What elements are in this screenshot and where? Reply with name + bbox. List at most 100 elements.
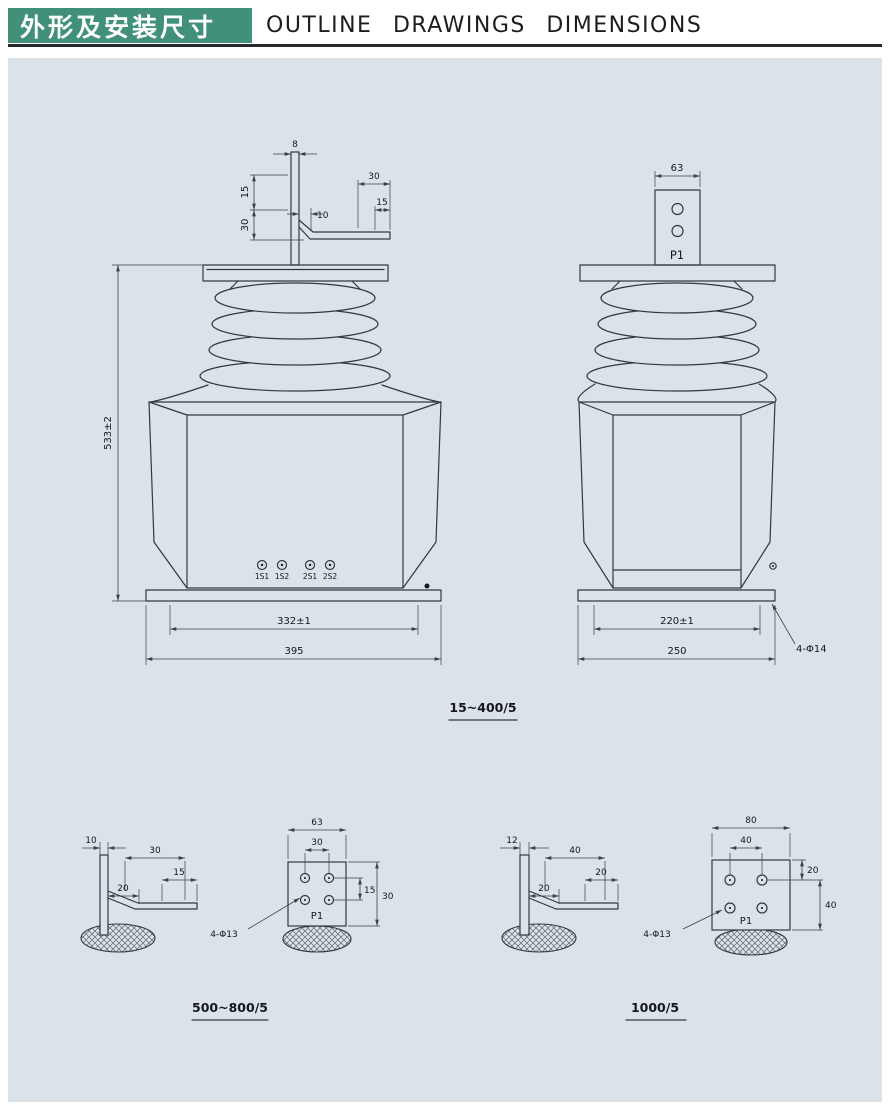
front-primary-terminal-strip (290, 151, 300, 266)
dim-ext-lines (654, 171, 701, 187)
pad-hole-dot (304, 899, 306, 901)
dim-500-pad-w: 63 (311, 818, 322, 828)
leader-line (682, 909, 723, 930)
terminal-screw (256, 559, 268, 571)
header-rule (8, 44, 882, 47)
front-top-plate (202, 264, 389, 282)
rating-label-1000-text: 1000/5 (631, 1000, 679, 1015)
dim-500-pad-span: 30 (311, 838, 323, 848)
rating-label-main: 15~400/5 (448, 700, 518, 721)
dim-1000-arm-d1: 12 (506, 836, 517, 846)
page-header: 外形及安装尺寸 OUTLINE DRAWINGS DIMENSIONS (8, 8, 882, 43)
terminal-strip (519, 854, 530, 936)
dim-500-arm-d3: 30 (149, 846, 161, 856)
header-cn-badge: 外形及安装尺寸 (8, 8, 252, 43)
dim-1000-arm-d4: 20 (595, 868, 607, 878)
pad-p1-label: P1 (311, 911, 323, 922)
pad-hole (299, 894, 311, 906)
dim-side-holes: 4-Φ14 (796, 644, 827, 655)
insulator-section-hatched (714, 928, 788, 956)
dim-front-arm-offset: 10 (317, 211, 329, 221)
dim-ext-lines (334, 877, 363, 901)
dim-500-pad-r1: 15 (364, 886, 375, 896)
detail-1000-arm: 12 40 20 20 (500, 836, 619, 953)
dim-1000-arm-d3: 40 (569, 846, 581, 856)
dim-ext-lines (169, 605, 419, 635)
dim-ext-lines (768, 859, 823, 931)
pad-hole (756, 902, 768, 914)
side-bellows-flare (577, 383, 777, 403)
rating-label-main-text: 15~400/5 (449, 700, 516, 715)
dim-front-width-outer: 395 (284, 646, 303, 657)
pad-hole-dot (761, 907, 763, 909)
rating-label-1000: 1000/5 (625, 1000, 687, 1021)
dim-ext-lines (112, 264, 203, 602)
dim-ext-lines (348, 861, 380, 927)
bellows-shed (214, 282, 376, 314)
terminal-screw (304, 559, 316, 571)
dim-side-width-inner: 220±1 (660, 616, 694, 627)
header-title-cn: 外形及安装尺寸 (20, 12, 217, 42)
dim-ext-lines (711, 833, 791, 857)
dim-1000-pad-r2: 40 (825, 901, 837, 911)
pad-hole (299, 872, 311, 884)
dim-500-pad-holes: 4-Φ13 (210, 930, 238, 940)
pad-hole (323, 872, 335, 884)
outline-drawings-svg: 1S1 1S2 2S1 2S2 8 15 30 (80, 140, 837, 1021)
header-title-en: OUTLINE DRAWINGS DIMENSIONS (266, 13, 703, 38)
pad-hole-dot (729, 907, 731, 909)
detail-group-500-800: 10 30 15 20 (80, 818, 394, 1021)
terminal-strip (99, 854, 109, 936)
dim-front-strip-15: 15 (240, 186, 251, 199)
dim-front-arm-30: 30 (368, 172, 380, 182)
terminal-label-2s2: 2S2 (323, 572, 338, 581)
side-bellows-neck (611, 280, 743, 290)
front-secondary-terminals: 1S1 1S2 2S1 2S2 (255, 559, 338, 581)
side-base-plate (577, 589, 776, 602)
dim-1000-pad-w: 80 (745, 816, 757, 826)
tab-hole (671, 202, 684, 216)
side-top-plate (579, 264, 776, 282)
insulator-section-hatched (282, 925, 352, 953)
terminal-screw-dot (260, 563, 264, 567)
dim-1000-arm-d2: 20 (538, 884, 550, 894)
terminal-screw-dot (280, 563, 284, 567)
rating-label-500-800-text: 500~800/5 (192, 1000, 268, 1015)
dim-1000-pad-span: 40 (740, 836, 752, 846)
side-dimensions: 63 220±1 250 4-Φ14 (577, 163, 827, 665)
pad-hole (724, 902, 736, 914)
insulator-section-hatched (80, 923, 156, 953)
dim-ext-lines (161, 884, 198, 901)
dim-ext-lines (519, 842, 530, 855)
terminal-screw (276, 559, 288, 571)
front-terminal-arm (298, 219, 391, 240)
dim-1000-pad-r1: 20 (807, 866, 819, 876)
detail-group-1000: 12 40 20 20 (500, 816, 837, 1021)
pad-hole (323, 894, 335, 906)
terminal-label-1s2: 1S2 (275, 572, 290, 581)
detail-500-arm: 10 30 15 20 (80, 836, 198, 953)
front-bellows-neck (229, 280, 361, 290)
pad-hole-dot (761, 879, 763, 881)
dim-ext-lines (250, 174, 304, 241)
terminal-screw (324, 559, 336, 571)
terminal-pad-plate (287, 861, 347, 927)
side-view: P1 63 (577, 163, 827, 665)
dim-1000-pad-holes: 4-Φ13 (643, 930, 671, 940)
detail-1000-pad: P1 80 40 20 40 4-Φ13 (643, 816, 837, 956)
dim-front-width-inner: 332±1 (277, 616, 311, 627)
pad-hole-dot (304, 877, 306, 879)
dim-side-width-outer: 250 (667, 646, 686, 657)
terminal-pad-plate (711, 859, 791, 931)
leader-line (247, 897, 301, 930)
side-bolt-dot (772, 565, 774, 567)
side-body (578, 401, 776, 589)
drawing-panel: 1S1 1S2 2S1 2S2 8 15 30 (8, 58, 882, 1102)
insulator-section-hatched (501, 923, 577, 953)
pad-hole-dot (729, 879, 731, 881)
dim-ext-lines (544, 861, 606, 900)
terminal-screw-dot (328, 563, 332, 567)
dim-ext-lines (145, 605, 442, 665)
pad-hole-dot (328, 877, 330, 879)
